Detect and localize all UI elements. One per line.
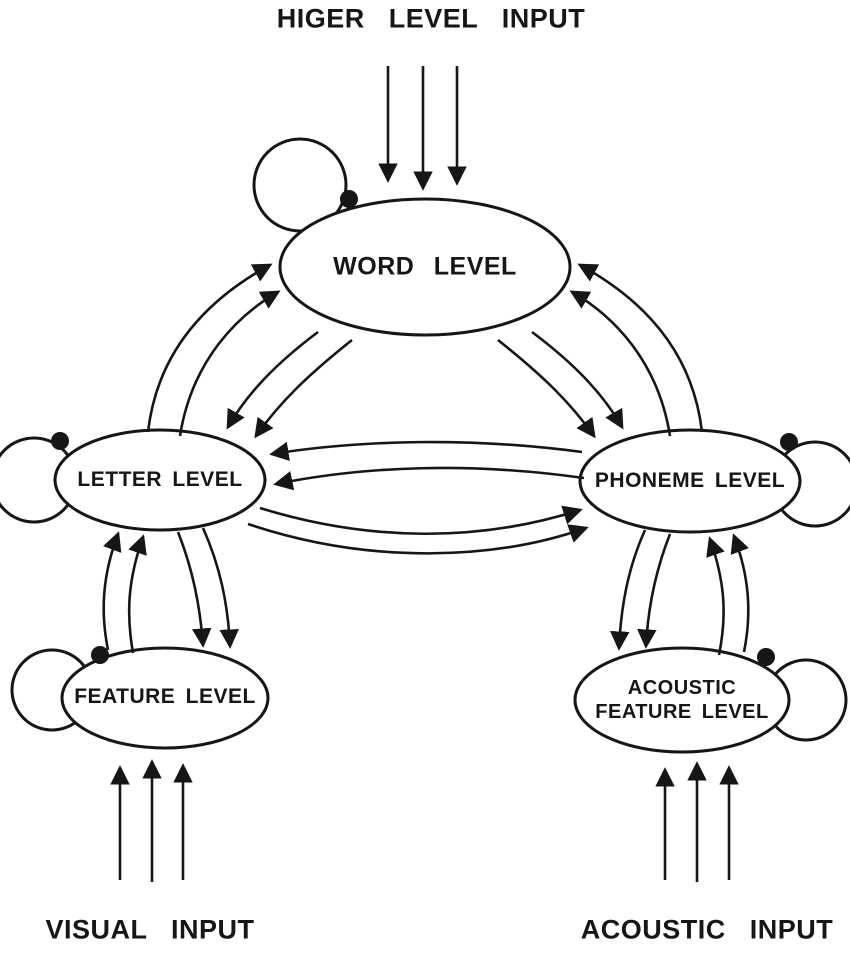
- feature-level-node: [60, 646, 270, 750]
- phoneme-word-arrows: [497, 263, 704, 439]
- acoustic-feature-level-node: [573, 646, 791, 754]
- letter-word-arrows: [146, 263, 353, 439]
- visual-input-arrows: [110, 759, 193, 882]
- feature-loop-dot: [91, 646, 109, 664]
- higher-level-input-label: HIGER LEVEL INPUT: [276, 3, 586, 34]
- letter-level-node: [53, 428, 267, 532]
- acoustic-input-label: ACOUSTIC INPUT: [580, 914, 834, 945]
- word-loop-dot: [340, 190, 358, 208]
- nodes: [53, 197, 802, 754]
- self-loop-dots: [51, 190, 798, 666]
- acoustic-input-arrows: [655, 761, 739, 882]
- letter-phoneme-arrows: [247, 440, 589, 555]
- feature-letter-arrows: [102, 527, 239, 654]
- visual-input-label: VISUAL INPUT: [45, 914, 255, 945]
- word-level-label: WORD LEVEL: [333, 252, 517, 281]
- acoustic-phoneme-arrows: [610, 529, 750, 656]
- phoneme-level-label: PHONEME LEVEL: [594, 469, 786, 492]
- acoustic-feature-level-label: ACOUSTIC FEATURE LEVEL: [595, 677, 769, 723]
- acoustic-loop-dot: [757, 648, 775, 666]
- phoneme-loop-dot: [780, 433, 798, 451]
- letter-loop-dot: [51, 432, 69, 450]
- higher-level-input-arrows: [378, 66, 467, 191]
- word-level-node: [278, 197, 572, 337]
- phoneme-level-node: [578, 428, 802, 534]
- letter-level-label: LETTER LEVEL: [77, 468, 243, 491]
- feature-level-label: FEATURE LEVEL: [74, 685, 256, 708]
